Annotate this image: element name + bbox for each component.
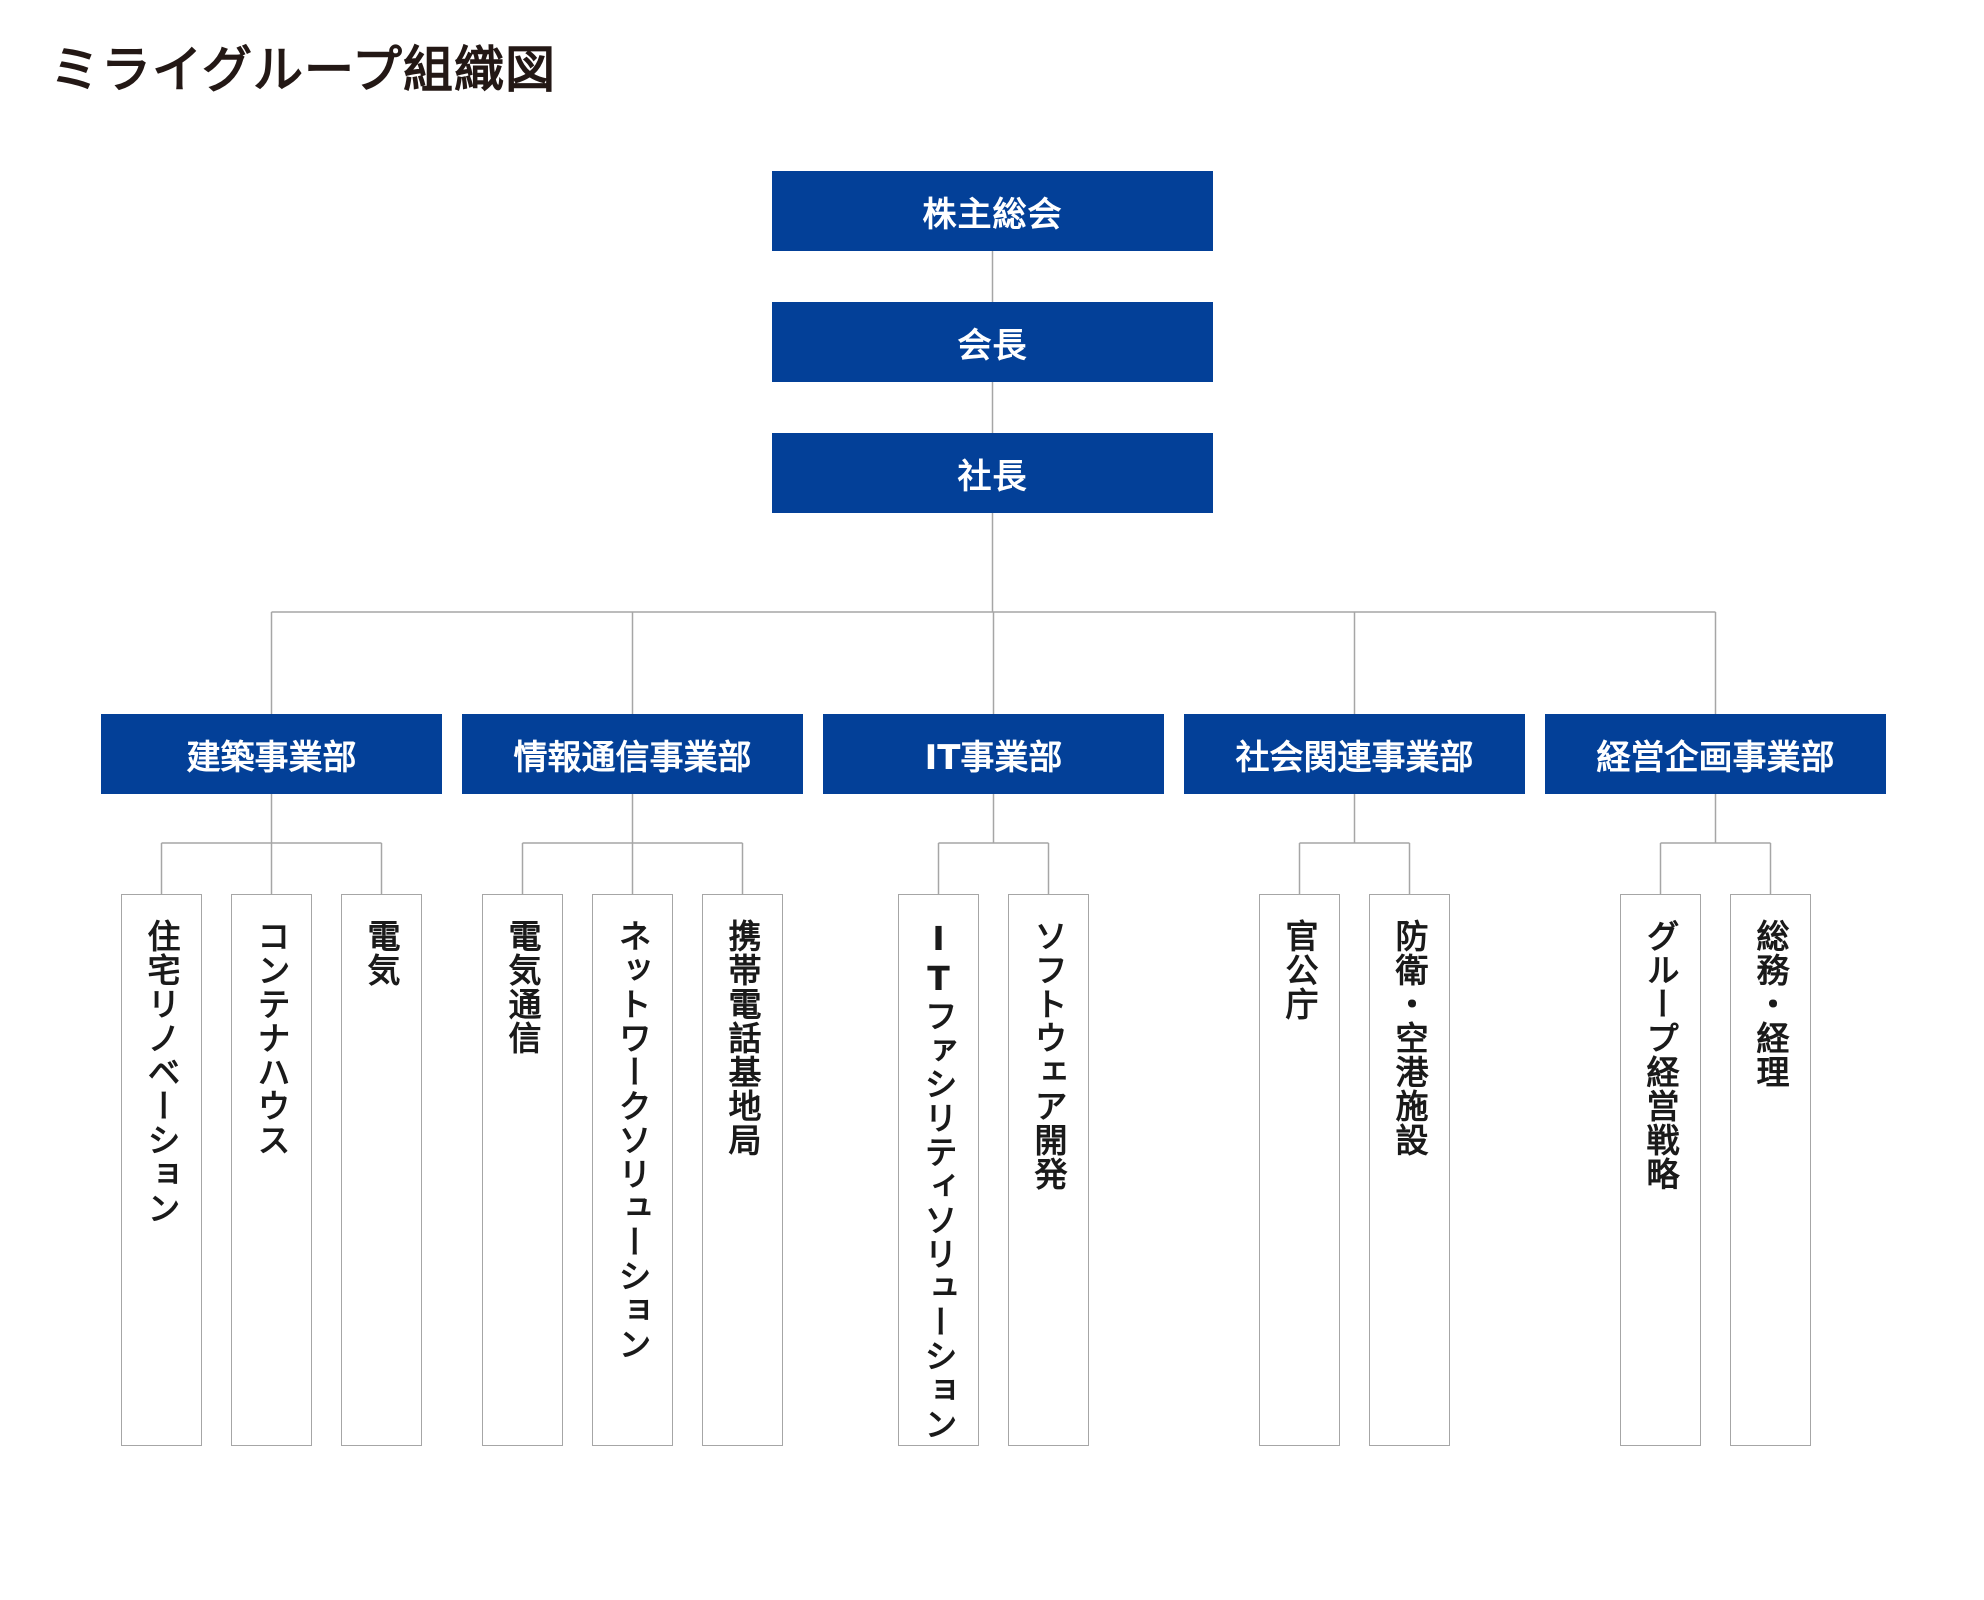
unit-label: 電気通信 — [503, 919, 542, 1055]
department-label: 情報通信事業部 — [513, 737, 752, 778]
department-label: 建築事業部 — [186, 737, 357, 778]
chain-box-1: 会長 — [772, 302, 1213, 382]
unit-box: ネットワークソリューション — [592, 894, 673, 1446]
chain-box-label: 株主総会 — [922, 194, 1063, 235]
department-box-4: 経営企画事業部 — [1545, 714, 1886, 794]
unit-box: グループ経営戦略 — [1620, 894, 1701, 1446]
department-box-0: 建築事業部 — [101, 714, 442, 794]
unit-label: ITファシリティソリューション — [919, 919, 958, 1441]
department-box-1: 情報通信事業部 — [462, 714, 803, 794]
unit-label: コンテナハウス — [252, 919, 291, 1157]
unit-label: 住宅リノベーション — [142, 919, 181, 1225]
unit-label: ネットワークソリューション — [613, 919, 652, 1361]
unit-box: ITファシリティソリューション — [898, 894, 979, 1446]
chain-box-0: 株主総会 — [772, 171, 1213, 251]
unit-box: 電気通信 — [482, 894, 563, 1446]
unit-box: ソフトウェア開発 — [1008, 894, 1089, 1446]
unit-box: 防衛・空港施設 — [1369, 894, 1450, 1446]
unit-label: 防衛・空港施設 — [1390, 919, 1429, 1157]
unit-label: 総務・経理 — [1751, 919, 1790, 1089]
unit-box: 電気 — [341, 894, 422, 1446]
unit-box: 携帯電話基地局 — [702, 894, 783, 1446]
unit-label: 携帯電話基地局 — [723, 919, 762, 1157]
unit-box: コンテナハウス — [231, 894, 312, 1446]
department-box-2: IT事業部 — [823, 714, 1164, 794]
unit-box: 総務・経理 — [1730, 894, 1811, 1446]
unit-label: 電気 — [362, 919, 401, 987]
chain-box-label: 会長 — [957, 325, 1028, 366]
unit-label: ソフトウェア開発 — [1029, 919, 1068, 1191]
unit-label: グループ経営戦略 — [1641, 919, 1680, 1191]
unit-box: 住宅リノベーション — [121, 894, 202, 1446]
department-label: IT事業部 — [924, 737, 1063, 778]
department-label: 経営企画事業部 — [1596, 737, 1835, 778]
chain-box-2: 社長 — [772, 433, 1213, 513]
chain-box-label: 社長 — [957, 456, 1028, 497]
page-title: ミライグループ組織図 — [50, 41, 556, 99]
unit-box: 官公庁 — [1259, 894, 1340, 1446]
unit-label: 官公庁 — [1280, 919, 1319, 1021]
department-label: 社会関連事業部 — [1235, 737, 1474, 778]
department-box-3: 社会関連事業部 — [1184, 714, 1525, 794]
